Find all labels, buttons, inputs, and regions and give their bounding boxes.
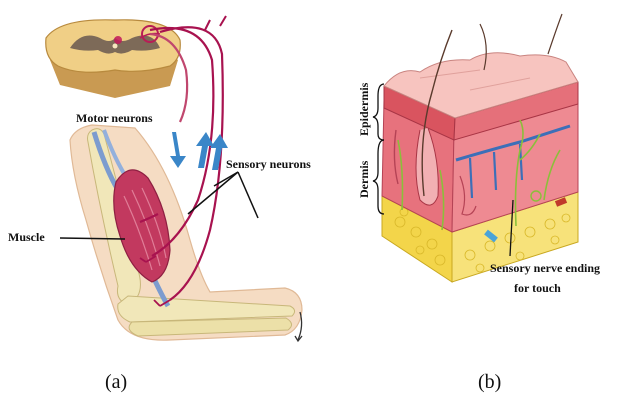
label-sensory-neurons: Sensory neurons	[226, 157, 311, 171]
label-for-touch: for touch	[514, 281, 561, 295]
label-muscle: Muscle	[8, 230, 45, 244]
panel-a: Motor neurons Sensory neurons Muscle (a)	[8, 16, 311, 393]
label-epidermis: Epidermis	[357, 82, 371, 136]
skin-block	[382, 14, 578, 282]
arrow-down-icon	[170, 132, 186, 168]
caption-b: (b)	[478, 371, 501, 393]
label-dermis: Dermis	[357, 160, 371, 198]
label-sensory-nerve-ending: Sensory nerve ending	[490, 261, 600, 275]
caption-a: (a)	[105, 371, 127, 393]
panel-b: Epidermis Dermis Sensory nerve ending fo…	[357, 14, 600, 393]
label-motor-neurons: Motor neurons	[76, 111, 153, 125]
epidermis-bracket	[373, 84, 384, 140]
